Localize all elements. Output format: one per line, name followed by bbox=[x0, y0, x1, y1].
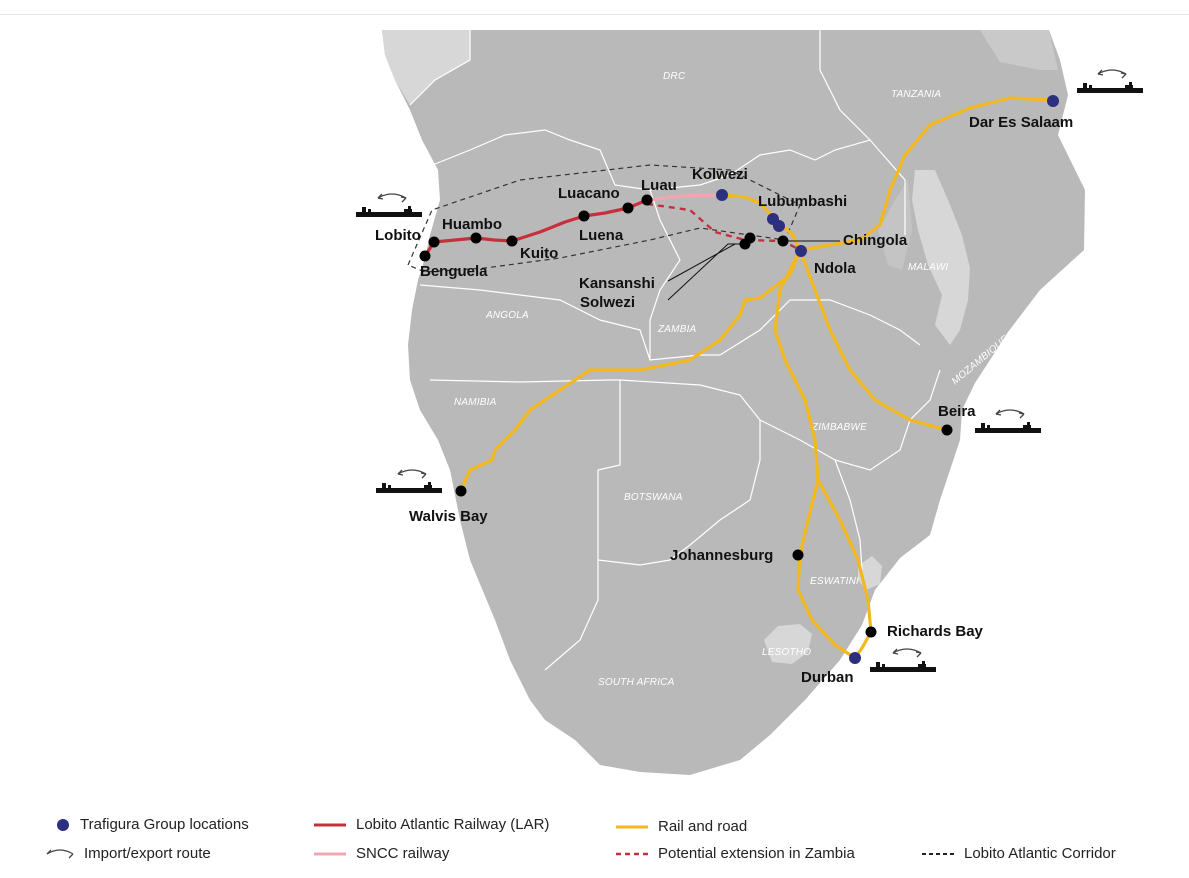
station-solwezi-dot bbox=[739, 238, 751, 250]
legend-item-trafigura: Trafigura Group locations bbox=[56, 816, 249, 833]
region-gabon-congo bbox=[382, 30, 470, 105]
extension-dashed-line-icon bbox=[616, 852, 648, 855]
label-johannesburg: Johannesburg bbox=[670, 547, 773, 564]
ship-icon-walvis bbox=[376, 469, 442, 493]
country-borders bbox=[409, 30, 941, 671]
lobito-atlantic-railway bbox=[423, 198, 649, 258]
trafigura-ndola-dot bbox=[795, 245, 807, 257]
station-luena-dot bbox=[578, 210, 590, 222]
legend-item-lar: Lobito Atlantic Railway (LAR) bbox=[314, 816, 549, 833]
label-country-lesotho: LESOTHO bbox=[762, 647, 811, 658]
label-country-tanzania: TANZANIA bbox=[891, 89, 941, 100]
trafigura-dar-dot bbox=[1047, 95, 1059, 107]
label-country-south-africa: SOUTH AFRICA bbox=[598, 677, 675, 688]
region-lesotho bbox=[764, 624, 812, 664]
region-malawi bbox=[912, 170, 970, 345]
station-johannesburg-dot bbox=[792, 549, 804, 561]
rail-road-network bbox=[459, 96, 1055, 660]
label-solwezi: Solwezi bbox=[580, 294, 635, 311]
label-chingola: Chingola bbox=[843, 232, 908, 249]
label-richards-bay: Richards Bay bbox=[887, 623, 984, 640]
ship-icon-lobito bbox=[356, 193, 422, 217]
legend-label-rail-road: Rail and road bbox=[658, 818, 748, 835]
label-lubumbashi: Lubumbashi bbox=[758, 193, 847, 210]
label-country-zimbabwe: ZIMBABWE bbox=[811, 422, 867, 433]
legend-label-import-export: Import/export route bbox=[84, 845, 211, 862]
trafigura-durban-dot bbox=[849, 652, 861, 664]
label-luau: Luau bbox=[641, 177, 677, 194]
station-huambo-dot bbox=[470, 232, 482, 244]
label-durban: Durban bbox=[801, 669, 854, 686]
station-luau-dot bbox=[641, 194, 653, 206]
legend-item-import-export: Import/export route bbox=[46, 845, 211, 862]
trafigura-lubumbashi-2-dot bbox=[773, 220, 785, 232]
rail-road-line-icon bbox=[616, 825, 648, 828]
station-kuito-dot bbox=[506, 235, 518, 247]
station-beira-dot bbox=[941, 424, 953, 436]
legend-label-lar: Lobito Atlantic Railway (LAR) bbox=[356, 816, 550, 833]
legend-label-corridor: Lobito Atlantic Corridor bbox=[964, 845, 1116, 862]
station-benguela-dot bbox=[419, 250, 431, 262]
sncc-railway bbox=[645, 193, 724, 202]
trafigura-location-dots bbox=[716, 95, 1059, 664]
label-country-drc: DRC bbox=[663, 71, 686, 82]
label-luacano: Luacano bbox=[558, 185, 620, 202]
import-export-swap-icon bbox=[46, 848, 74, 858]
map-legend: Trafigura Group locations Import/export … bbox=[0, 808, 1189, 878]
top-divider bbox=[0, 14, 1189, 15]
label-benguela: Benguela bbox=[420, 263, 488, 280]
sncc-line-icon bbox=[314, 852, 346, 855]
label-lobito: Lobito bbox=[375, 227, 421, 244]
legend-item-extension: Potential extension in Zambia bbox=[616, 845, 855, 862]
legend-label-trafigura: Trafigura Group locations bbox=[80, 816, 249, 833]
label-country-botswana: BOTSWANA bbox=[624, 492, 683, 503]
legend-label-extension: Potential extension in Zambia bbox=[658, 845, 855, 862]
label-country-angola: ANGOLA bbox=[485, 310, 529, 321]
label-country-malawi: MALAWI bbox=[908, 262, 948, 273]
legend-label-sncc: SNCC railway bbox=[356, 845, 450, 862]
label-walvis-bay: Walvis Bay bbox=[409, 508, 488, 525]
legend-item-rail-road: Rail and road bbox=[616, 818, 747, 835]
label-country-eswatini: ESWATINI bbox=[810, 576, 859, 587]
station-lobito-dot bbox=[428, 236, 440, 248]
label-ndola: Ndola bbox=[814, 260, 856, 277]
region-east-africa-lakes bbox=[878, 180, 912, 270]
label-kuito: Kuito bbox=[520, 245, 558, 262]
station-luacano-dot bbox=[622, 202, 634, 214]
label-country-zambia: ZAMBIA bbox=[657, 324, 697, 335]
region-tanzania-north bbox=[980, 30, 1058, 70]
corridor-dashed-line-icon bbox=[922, 852, 954, 855]
label-luena: Luena bbox=[579, 227, 624, 244]
label-kolwezi: Kolwezi bbox=[692, 166, 748, 183]
station-richards-dot bbox=[865, 626, 877, 638]
label-kansanshi: Kansanshi bbox=[579, 275, 655, 292]
trafigura-dot-icon bbox=[57, 818, 69, 831]
station-walvis-dot bbox=[455, 485, 467, 497]
legend-item-sncc: SNCC railway bbox=[314, 845, 449, 862]
label-dar-es-salaam: Dar Es Salaam bbox=[969, 114, 1073, 131]
label-huambo: Huambo bbox=[442, 216, 502, 233]
station-dots bbox=[419, 194, 953, 638]
ship-icon-beira bbox=[975, 409, 1041, 433]
lar-line-icon bbox=[314, 823, 346, 826]
ship-icon-dar bbox=[1077, 69, 1143, 93]
label-country-namibia: NAMIBIA bbox=[454, 397, 497, 408]
trafigura-kolwezi-dot bbox=[716, 189, 728, 201]
label-beira: Beira bbox=[938, 403, 976, 420]
ship-icon-durban bbox=[870, 648, 936, 672]
legend-item-corridor: Lobito Atlantic Corridor bbox=[922, 845, 1116, 862]
station-chingola-dot bbox=[777, 235, 789, 247]
